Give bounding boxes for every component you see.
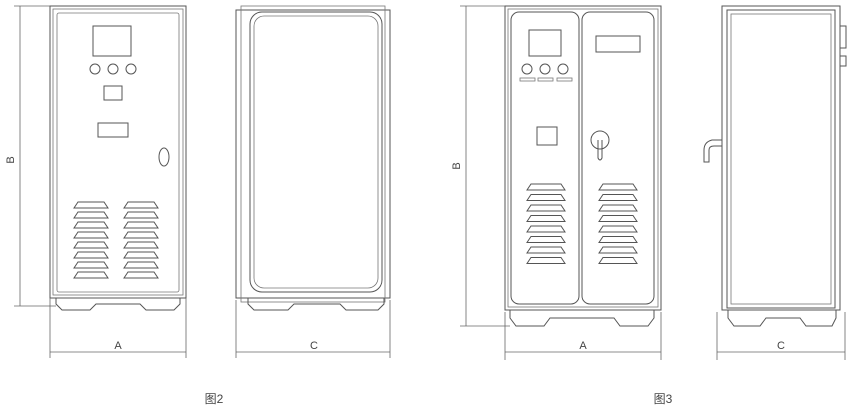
louver-slat	[123, 261, 159, 269]
louver-slat	[123, 251, 159, 259]
fig3-button-1	[521, 63, 533, 75]
fig3-front-base	[509, 310, 655, 327]
louver-slat	[598, 183, 638, 191]
louver-slat	[526, 194, 566, 201]
louver-slat	[598, 204, 638, 212]
fig3-display-screen	[528, 29, 562, 57]
fig3-left-door	[510, 11, 580, 305]
fig3-button-2	[539, 63, 551, 75]
fig3-side-panel	[730, 13, 832, 305]
louver-slat	[123, 231, 159, 239]
fig2-label-plate	[97, 122, 129, 138]
louver-slat	[526, 246, 566, 254]
fig3-side-cabinet-outer	[721, 5, 841, 311]
fig3-caption: 图3	[654, 392, 673, 406]
fig3-front-cabinet-outer	[504, 5, 662, 311]
fig3-front-view: B A	[451, 5, 662, 360]
fig2-side-panel	[249, 11, 383, 293]
louver-slat	[73, 221, 109, 229]
louver-slat	[123, 241, 159, 249]
fig3-label-plate	[595, 35, 641, 53]
louver-slat	[73, 201, 109, 209]
louver-slat	[123, 201, 159, 209]
louver-slat	[526, 215, 566, 222]
louver-slat	[526, 236, 566, 243]
fig2-front-base	[55, 298, 181, 311]
fig2-side-base	[247, 298, 385, 311]
fig3-vent-louvers	[526, 183, 638, 264]
louver-slat	[598, 215, 638, 222]
fig3-side-hook	[703, 139, 722, 163]
louver-slat	[598, 246, 638, 254]
louver-slat	[123, 211, 159, 219]
fig2-front-door	[56, 12, 180, 293]
fig2-display-screen	[92, 25, 132, 57]
louver-slat	[526, 257, 566, 264]
fig2-button-1	[89, 63, 101, 75]
fig2-front-view: B A	[5, 5, 187, 358]
louver-slat	[598, 257, 638, 264]
fig3-meter-box	[536, 126, 558, 146]
fig2-side-cabinet-outer	[235, 9, 391, 299]
fig2-meter-box	[103, 85, 123, 101]
louver-slat	[598, 236, 638, 243]
fig3-side-base	[727, 310, 837, 327]
fig2-caption: 图2	[205, 392, 224, 406]
fig2-front-cabinet-inner	[52, 8, 184, 296]
louver-slat	[123, 271, 159, 279]
louver-slat	[598, 225, 638, 233]
louver-slat	[73, 261, 109, 269]
louver-slat	[73, 241, 109, 249]
fig2-front-cabinet-outer	[49, 5, 187, 299]
fig2-vent-louvers	[73, 201, 159, 279]
louver-slat	[526, 204, 566, 212]
fig3-rotary-switch	[590, 130, 610, 150]
fig3-right-door	[581, 11, 655, 305]
fig2-button-2	[107, 63, 119, 75]
fig2-door-handle	[158, 147, 170, 167]
louver-slat	[73, 231, 109, 239]
fig2-button-3	[125, 63, 137, 75]
fig3-dim-b-label: B	[451, 162, 463, 169]
fig2-dim-b-label: B	[5, 156, 17, 163]
louver-slat	[526, 225, 566, 233]
louver-slat	[73, 211, 109, 219]
louver-slat	[526, 183, 566, 191]
fig3-dim-a-label: A	[579, 340, 587, 352]
fig2-dim-c-label: C	[310, 340, 318, 352]
louver-slat	[73, 251, 109, 259]
louver-slat	[123, 221, 159, 229]
fig3-side-view: C	[703, 5, 847, 360]
fig3-dim-c-label: C	[777, 340, 785, 352]
fig2-dim-a-label: A	[114, 340, 122, 352]
fig2-side-view: C	[235, 5, 391, 358]
fig3-button-3	[557, 63, 569, 75]
louver-slat	[598, 194, 638, 201]
louver-slat	[73, 271, 109, 279]
